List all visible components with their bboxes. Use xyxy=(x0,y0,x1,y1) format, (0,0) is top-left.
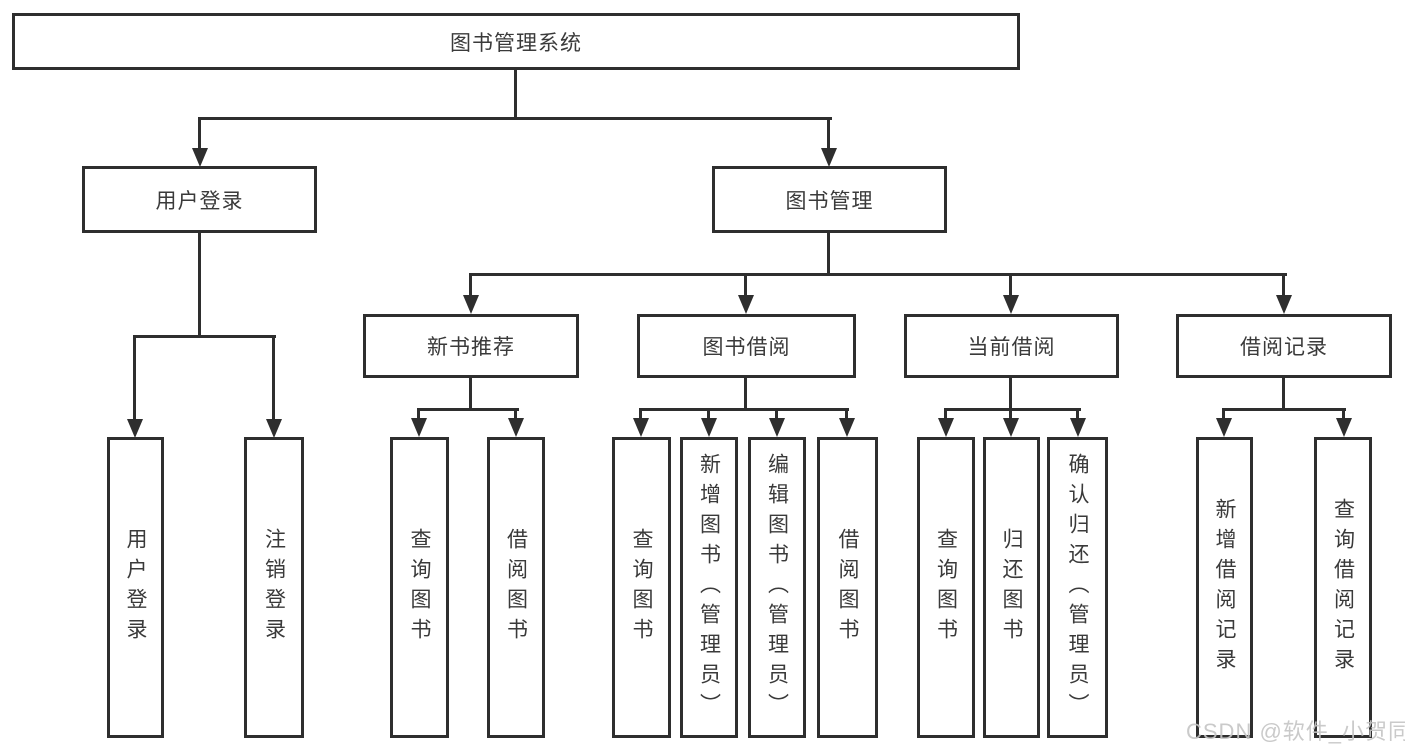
connector-bb-leaf3-drop xyxy=(775,408,778,421)
connector-book-borrow-branch xyxy=(639,408,849,411)
connector-cb-leaf1-drop xyxy=(944,408,947,421)
node-current-borrow: 当前借阅 xyxy=(904,314,1119,378)
connector-level1-branch xyxy=(198,117,832,120)
connector-leaf-logout-drop xyxy=(272,335,275,421)
node-borrow-records: 借阅记录 xyxy=(1176,314,1392,378)
connector-rc-leaf2-drop xyxy=(1342,408,1345,421)
arrowhead-bb-leaf1 xyxy=(633,418,649,437)
node-user-login: 用户登录 xyxy=(82,166,317,233)
connector-nb-leaf2-drop xyxy=(514,408,517,421)
node-book-management: 图书管理 xyxy=(712,166,947,233)
arrowhead-bb-leaf2 xyxy=(701,418,717,437)
connector-book-mgmt-stem xyxy=(827,230,830,276)
arrowhead-cb-leaf1 xyxy=(938,418,954,437)
leaf-bb-add-books-admin: 新增图书（管理员） xyxy=(680,437,738,738)
connector-new-books-stem xyxy=(469,376,472,411)
connector-nb-leaf1-drop xyxy=(417,408,420,421)
arrowhead-rc-leaf2 xyxy=(1336,418,1352,437)
arrowhead-bb-leaf4 xyxy=(839,418,855,437)
leaf-rc-query-borrow-record: 查询借阅记录 xyxy=(1314,437,1372,738)
connector-user-login-branch xyxy=(133,335,276,338)
arrowhead-new-books xyxy=(463,295,479,314)
arrowhead-book-mgmt xyxy=(821,148,837,167)
arrowhead-user-login xyxy=(192,148,208,167)
connector-book-borrow-stem xyxy=(744,376,747,411)
connector-user-login-stem xyxy=(198,230,201,337)
node-book-borrow: 图书借阅 xyxy=(637,314,856,378)
connector-user-login-drop xyxy=(198,117,201,153)
leaf-bb-query-books: 查询图书 xyxy=(612,437,671,738)
connector-book-mgmt-drop xyxy=(827,117,830,153)
connector-current-stem xyxy=(1009,376,1012,411)
connector-current-branch xyxy=(944,408,1081,411)
leaf-cb-return-books: 归还图书 xyxy=(983,437,1040,738)
connector-rc-leaf1-drop xyxy=(1222,408,1225,421)
connector-level3-branch xyxy=(469,273,1287,276)
arrowhead-leaf-logout xyxy=(266,419,282,438)
connector-current-borrow-drop xyxy=(1009,273,1012,298)
arrowhead-rc-leaf1 xyxy=(1216,418,1232,437)
leaf-cb-query-books: 查询图书 xyxy=(917,437,975,738)
connector-records-branch xyxy=(1223,408,1346,411)
arrowhead-nb-leaf2 xyxy=(508,418,524,437)
connector-new-books-branch xyxy=(417,408,519,411)
connector-bb-leaf4-drop xyxy=(845,408,848,421)
node-new-book-recommend: 新书推荐 xyxy=(363,314,579,378)
connector-cb-leaf3-drop xyxy=(1076,408,1079,421)
leaf-logout: 注销登录 xyxy=(244,437,304,738)
connector-records-stem xyxy=(1282,376,1285,411)
arrowhead-cb-leaf2 xyxy=(1003,418,1019,437)
leaf-bb-borrow-books: 借阅图书 xyxy=(817,437,878,738)
arrowhead-cb-leaf3 xyxy=(1070,418,1086,437)
leaf-nb-borrow-books: 借阅图书 xyxy=(487,437,545,738)
connector-borrow-records-drop xyxy=(1282,273,1285,298)
node-root: 图书管理系统 xyxy=(12,13,1020,70)
csdn-watermark: CSDN @软件_小贺同学 xyxy=(1186,719,1405,744)
connector-bb-leaf2-drop xyxy=(707,408,710,421)
connector-bb-leaf1-drop xyxy=(639,408,642,421)
leaf-bb-edit-books-admin: 编辑图书（管理员） xyxy=(748,437,806,738)
leaf-rc-add-borrow-record: 新增借阅记录 xyxy=(1196,437,1253,738)
arrowhead-current-borrow xyxy=(1003,295,1019,314)
arrowhead-bb-leaf3 xyxy=(769,418,785,437)
leaf-nb-query-books: 查询图书 xyxy=(390,437,449,738)
arrowhead-book-borrow xyxy=(738,295,754,314)
arrowhead-borrow-records xyxy=(1276,295,1292,314)
connector-new-books-drop xyxy=(469,273,472,298)
connector-cb-leaf2-drop xyxy=(1009,408,1012,421)
leaf-cb-confirm-return-admin: 确认归还（管理员） xyxy=(1047,437,1108,738)
connector-book-borrow-drop xyxy=(744,273,747,298)
leaf-user-login: 用户登录 xyxy=(107,437,164,738)
arrowhead-leaf-login xyxy=(127,419,143,438)
connector-leaf-login-drop xyxy=(133,335,136,421)
connector-root-stem xyxy=(514,68,517,120)
arrowhead-nb-leaf1 xyxy=(411,418,427,437)
